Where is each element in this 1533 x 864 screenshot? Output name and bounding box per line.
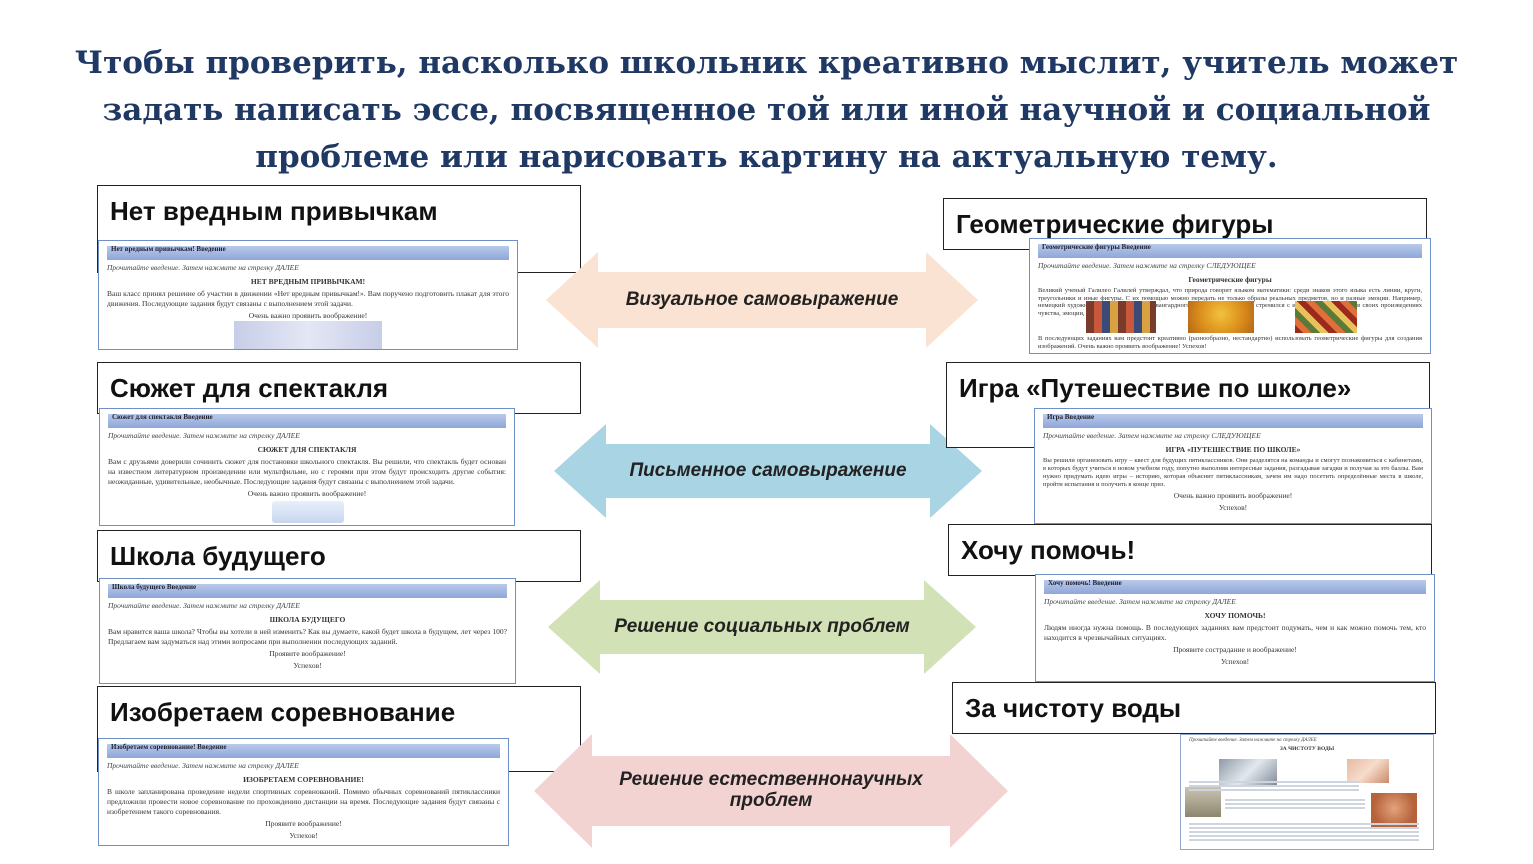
slide-title: ЗА ЧИСТОТУ ВОДЫ bbox=[1279, 746, 1335, 752]
slide-header-bar: Игра Введение bbox=[1043, 414, 1423, 428]
klee-painting-image bbox=[1086, 301, 1156, 333]
slide-intro: Прочитайте введение. Затем нажмите на ст… bbox=[108, 431, 300, 440]
slide-intro: Прочитайте введение. Затем нажмите на ст… bbox=[1189, 738, 1317, 743]
slide-header-bar: Школа будущего Введение bbox=[108, 584, 507, 598]
slide-header-bar: Сюжет для спектакля Введение bbox=[108, 414, 506, 428]
slide-line-2: Успехов! bbox=[293, 661, 322, 670]
slide-title: ХОЧУ ПОМОЧЬ! bbox=[1204, 611, 1266, 620]
slide-body: Вы решили организовать игру – квест для … bbox=[1043, 457, 1423, 488]
slide-intro: Прочитайте введение. Затем нажмите на ст… bbox=[1044, 597, 1236, 606]
task-slide-play-plot: Сюжет для спектакля Введение Прочитайте … bbox=[99, 408, 515, 526]
slide-body: Людям иногда нужна помощь. В последующих… bbox=[1044, 623, 1426, 642]
slide-line-1: Проявите сострадание и воображение! bbox=[1173, 645, 1297, 654]
category-arrow-visual: Визуальное самовыражение bbox=[546, 252, 978, 348]
task-label-clean-water: За чистоту воды bbox=[952, 682, 1436, 734]
klee-painting-image bbox=[1188, 301, 1254, 333]
task-slide-school-future: Школа будущего Введение Прочитайте введе… bbox=[99, 578, 516, 684]
task-label-text: Нет вредным привычкам bbox=[110, 196, 438, 226]
arrow-label: Решение естественнонаучных проблем bbox=[619, 769, 923, 811]
slide-title: НЕТ ВРЕДНЫМ ПРИВЫЧКАМ! bbox=[250, 277, 366, 286]
task-label-play-plot: Сюжет для спектакля bbox=[97, 362, 581, 414]
stage-image bbox=[272, 501, 344, 523]
slide-body: Вам с друзьями доверили сочинить сюжет д… bbox=[108, 457, 506, 486]
slide-header-bar: Геометрические фигуры Введение bbox=[1038, 244, 1422, 258]
text-lines-placeholder bbox=[1189, 823, 1419, 825]
task-slide-school-journey: Игра Введение Прочитайте введение. Затем… bbox=[1034, 408, 1432, 524]
slide-intro: Прочитайте введение. Затем нажмите на ст… bbox=[1043, 431, 1261, 440]
slide-line-1: Проявите воображение! bbox=[269, 649, 346, 658]
task-slide-invent-competition: Изобретаем соревнование! Введение Прочит… bbox=[98, 738, 509, 846]
slide-header-bar: Хочу помочь! Введение bbox=[1044, 580, 1426, 594]
hands-water-image bbox=[1347, 759, 1389, 783]
slide-body: В школе запланирована проведение недели … bbox=[107, 787, 500, 816]
klee-painting-image bbox=[1295, 301, 1357, 333]
text-lines-placeholder bbox=[1189, 781, 1359, 783]
task-label-text: Школа будущего bbox=[110, 541, 326, 571]
dirty-water-image bbox=[1185, 787, 1221, 817]
double-arrow-shape bbox=[546, 252, 978, 348]
double-arrow-shape bbox=[534, 734, 1008, 848]
slide-intro: Прочитайте введение. Затем нажмите на ст… bbox=[107, 263, 299, 272]
slide-body: Ваш класс принял решение об участии в дв… bbox=[107, 289, 509, 308]
slide-intro: Прочитайте введение. Затем нажмите на ст… bbox=[107, 761, 299, 770]
slide-line-1: Очень важно проявить воображение! bbox=[248, 311, 368, 320]
task-label-text: Сюжет для спектакля bbox=[110, 373, 389, 403]
double-arrow-shape bbox=[554, 424, 982, 518]
slide-intro: Прочитайте введение. Затем нажмите на ст… bbox=[1038, 261, 1256, 270]
arrow-label: Визуальное самовыражение bbox=[625, 289, 899, 310]
slide-title: ШКОЛА БУДУЩЕГО bbox=[269, 615, 346, 624]
slide-intro: Прочитайте введение. Затем нажмите на ст… bbox=[108, 601, 300, 610]
slide-line-2: Успехов! bbox=[1218, 503, 1248, 512]
slide-line-1: Проявите воображение! bbox=[265, 819, 342, 828]
task-label-text: Игра «Путешествие по школе» bbox=[959, 373, 1352, 403]
girl-drinking-image bbox=[1371, 793, 1417, 827]
slide-header-bar: Изобретаем соревнование! Введение bbox=[107, 744, 500, 758]
task-slide-clean-water: Прочитайте введение. Затем нажмите на ст… bbox=[1180, 734, 1434, 850]
task-label-text: Хочу помочь! bbox=[961, 535, 1136, 565]
slide-line-1: В последующих заданиях вам предстоит кре… bbox=[1038, 335, 1422, 350]
arrow-label: Решение социальных проблем bbox=[614, 616, 910, 637]
slide-title: Геометрические фигуры bbox=[1188, 275, 1272, 284]
slide-headline: Чтобы проверить, насколько школьник креа… bbox=[74, 45, 1459, 175]
slide-body: Вам нравится ваша школа? Чтобы вы хотели… bbox=[108, 627, 507, 646]
text-lines-placeholder bbox=[1225, 799, 1365, 801]
task-slide-no-bad-habits: Нет вредным привычкам! Введение Прочитай… bbox=[98, 240, 518, 350]
poster-image bbox=[234, 321, 382, 349]
task-slide-want-to-help: Хочу помочь! Введение Прочитайте введени… bbox=[1035, 574, 1435, 682]
task-label-want-to-help: Хочу помочь! bbox=[948, 524, 1432, 576]
slide-title: ИЗОБРЕТАЕМ СОРЕВНОВАНИЕ! bbox=[243, 775, 364, 784]
slide-line-1: Очень важно проявить воображение! bbox=[247, 489, 367, 498]
slide-title: СЮЖЕТ ДЛЯ СПЕКТАКЛЯ bbox=[257, 445, 357, 454]
double-arrow-shape bbox=[548, 580, 976, 674]
task-label-text: Геометрические фигуры bbox=[956, 209, 1274, 239]
task-label-text: Изобретаем соревнование bbox=[110, 697, 456, 727]
slide-line-1: Очень важно проявить воображение! bbox=[1173, 491, 1293, 500]
category-arrow-science: Решение естественнонаучных проблем bbox=[534, 734, 1008, 848]
task-label-text: За чистоту воды bbox=[965, 693, 1182, 723]
category-arrow-social: Решение социальных проблем bbox=[548, 580, 976, 674]
task-slide-geometric-shapes: Геометрические фигуры Введение Прочитайт… bbox=[1029, 238, 1431, 354]
slide-header-bar: Нет вредным привычкам! Введение bbox=[107, 246, 509, 260]
category-arrow-written: Письменное самовыражение bbox=[554, 424, 982, 518]
task-label-school-future: Школа будущего bbox=[97, 530, 581, 582]
slide-line-2: Успехов! bbox=[289, 831, 318, 840]
arrow-label: Письменное самовыражение bbox=[629, 460, 907, 481]
slide-line-2: Успехов! bbox=[1220, 657, 1250, 666]
slide-title: ИГРА «ПУТЕШЕСТВИЕ ПО ШКОЛЕ» bbox=[1165, 445, 1301, 454]
